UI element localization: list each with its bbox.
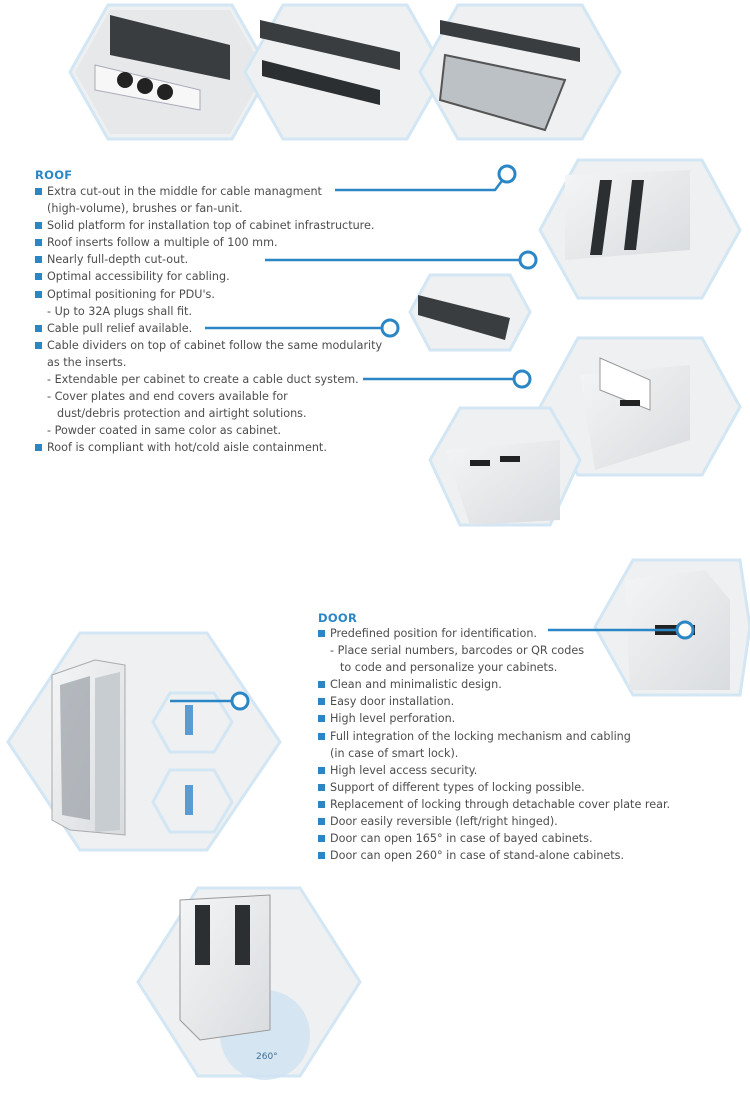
roof-list-item: Cable dividers on top of cabinet follow …	[35, 337, 382, 354]
roof-list-item: Nearly full-depth cut-out.	[35, 251, 382, 268]
roof-list-item: (high-volume), brushes or fan-unit.	[47, 202, 243, 216]
door-list-item: Door can open 165° in case of bayed cabi…	[318, 830, 670, 847]
roof-list-item: - Cover plates and end covers available …	[47, 390, 288, 404]
bayed-cabinets-image	[428, 406, 582, 527]
roof-fan-unit-image	[68, 3, 272, 141]
door-list-item: to code and personalize your cabinets.	[340, 661, 558, 675]
cable-duct-image	[538, 336, 742, 477]
door-list-item: Door can open 260° in case of stand-alon…	[318, 847, 670, 864]
door-list-item: Door easily reversible (left/right hinge…	[318, 813, 670, 830]
door-list-item: High level perforation.	[318, 710, 670, 727]
roof-list-item: Roof is compliant with hot/cold aisle co…	[35, 439, 382, 456]
connector-lines	[170, 173, 680, 703]
door-identification-image	[593, 558, 750, 697]
door-list-item: - Place serial numbers, barcodes or QR c…	[330, 644, 585, 658]
door-260-degree-image	[136, 886, 362, 1080]
door-list-item: High level access security.	[318, 762, 670, 779]
door-section-title: DOOR	[318, 611, 358, 625]
roof-open-image	[418, 3, 622, 141]
angle-label: 260°	[256, 1052, 278, 1062]
roof-list-item: Extra cut-out in the middle for cable ma…	[35, 183, 382, 200]
roof-list-item: dust/debris protection and airtight solu…	[57, 407, 307, 421]
roof-list-item: Solid platform for installation top of c…	[35, 217, 382, 234]
roof-list-item: - Powder coated in same color as cabinet…	[47, 424, 282, 438]
roof-list-item: Roof inserts follow a multiple of 100 mm…	[35, 234, 382, 251]
door-list-item: Replacement of locking through detachabl…	[318, 796, 670, 813]
roof-feature-list: Extra cut-out in the middle for cable ma…	[35, 183, 382, 457]
door-list-item: Full integration of the locking mechanis…	[318, 728, 670, 745]
roof-full-depth-image	[538, 158, 742, 300]
roof-list-item: as the inserts.	[47, 355, 127, 369]
door-list-item: Easy door installation.	[318, 693, 670, 710]
roof-list-item: - Up to 32A plugs shall fit.	[47, 304, 192, 318]
door-cabinet-image	[6, 631, 282, 852]
door-list-item: Clean and minimalistic design.	[318, 676, 670, 693]
door-feature-list: Predefined position for identification. -…	[318, 625, 670, 864]
roof-list-item: Optimal positioning for PDU's.	[35, 286, 382, 303]
door-list-item: Predefined position for identification.	[318, 625, 670, 642]
roof-list-item: Cable pull relief available.	[35, 320, 382, 337]
hinge-detail-bottom-image	[151, 768, 234, 834]
roof-list-item: - Extendable per cabinet to create a cab…	[47, 373, 359, 387]
door-list-item: (in case of smart lock).	[330, 746, 459, 760]
cable-pull-relief-image	[408, 273, 532, 352]
roof-section-title: ROOF	[35, 168, 73, 182]
roof-brushes-image	[243, 3, 447, 141]
hinge-detail-top-image	[151, 691, 234, 754]
door-list-item: Support of different types of locking po…	[318, 779, 670, 796]
connector-dots	[230, 164, 695, 711]
roof-list-item: Optimal accessibility for cabling.	[35, 268, 382, 285]
